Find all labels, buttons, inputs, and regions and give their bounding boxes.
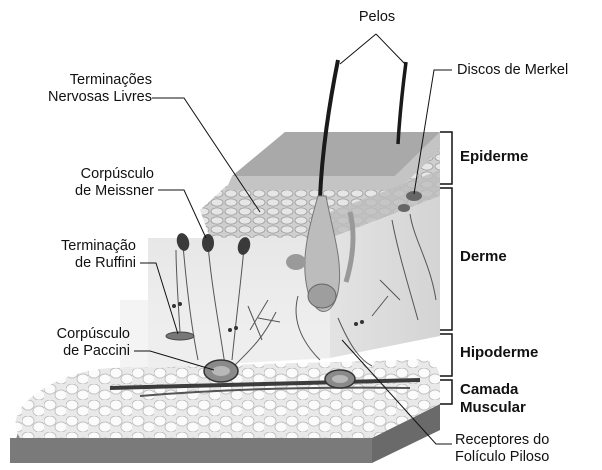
label-pelos: Pelos [332, 9, 422, 26]
label-receptores-do-foliculo-piloso: Receptores do Folículo Piloso [455, 432, 549, 466]
layer-label-hipoderme: Hipoderme [460, 344, 538, 362]
label-corpusculo-de-meissner: Corpúsculo de Meissner [40, 166, 154, 200]
layer-brackets [440, 132, 452, 404]
label-discos-de-merkel: Discos de Merkel [457, 62, 568, 79]
label-terminacoes-nervosas-livres: Terminações Nervosas Livres [22, 72, 152, 106]
label-corpusculo-de-paccini: Corpúsculo de Paccini [30, 326, 130, 360]
label-terminacao-de-ruffini: Terminação de Ruffini [30, 238, 136, 272]
layer-label-derme: Derme [460, 248, 507, 266]
layer-label-epiderme: Epiderme [460, 148, 528, 166]
layer-label-camada-muscular: Camada Muscular [460, 381, 526, 417]
